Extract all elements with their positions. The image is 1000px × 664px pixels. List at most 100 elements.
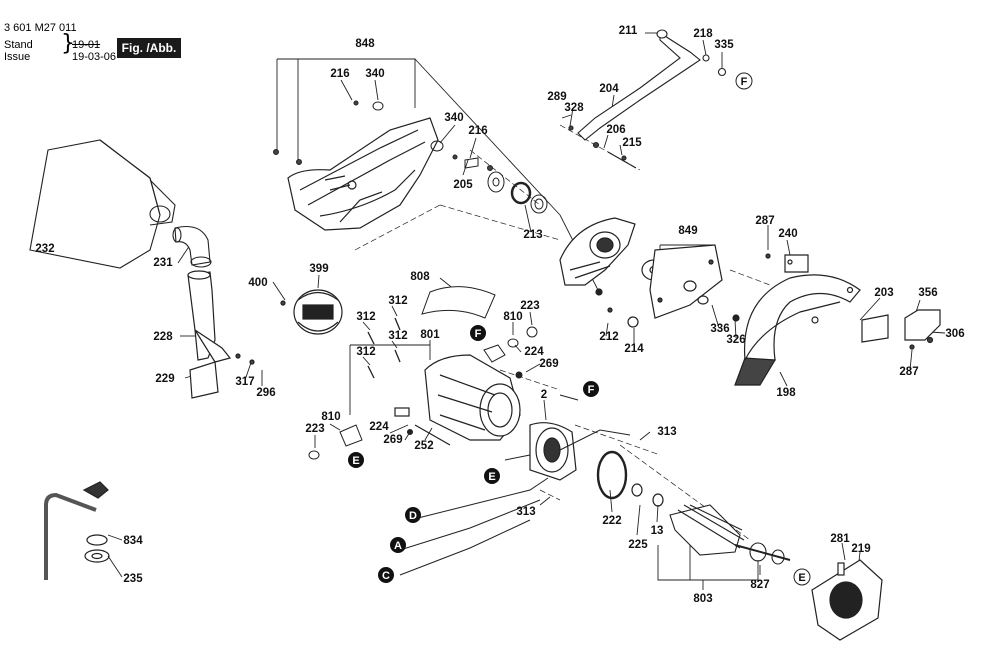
part-label: 213 <box>523 229 542 241</box>
part-label: 849 <box>678 225 697 237</box>
marker-f-lower: F <box>583 381 599 397</box>
marker-c: C <box>378 567 394 583</box>
svg-text:E: E <box>798 572 805 584</box>
guard-screws <box>273 100 493 171</box>
lower-blade-guard-part <box>734 253 941 386</box>
depth-stop-rod-part <box>44 481 110 580</box>
part-label: 231 <box>153 257 173 269</box>
stator-field-part <box>529 422 664 507</box>
part-label: 214 <box>624 343 644 355</box>
part-label: 287 <box>755 215 774 227</box>
marker-e-mid: E <box>484 468 500 484</box>
part-label: 203 <box>874 287 893 299</box>
part-label: 216 <box>468 125 487 137</box>
brush-cover-part <box>280 289 343 335</box>
part-label: 216 <box>330 68 349 80</box>
marker-e-right: E <box>793 568 811 586</box>
part-label: 269 <box>539 358 558 370</box>
part-label: 810 <box>321 411 340 423</box>
part-label: 212 <box>599 331 618 343</box>
part-label: 848 <box>355 38 375 50</box>
callout-markers: F F F E E E D A C <box>348 72 811 586</box>
part-label: 335 <box>714 39 734 51</box>
part-label: 808 <box>410 271 430 283</box>
part-label: 801 <box>420 329 440 341</box>
part-label: 287 <box>899 366 918 378</box>
dust-tube-mount-part <box>187 270 255 399</box>
part-label: 281 <box>830 533 850 545</box>
flange-bearing-part <box>487 171 548 214</box>
figure-label: Fig. /Abb. 5 <box>117 38 181 75</box>
motor-housing-part <box>394 354 521 446</box>
svg-text:E: E <box>352 455 359 467</box>
stand-label: Stand <box>4 39 33 51</box>
part-label: 219 <box>851 543 870 555</box>
part-label: 222 <box>602 515 621 527</box>
part-label: 296 <box>256 387 275 399</box>
motor-plate-part <box>421 286 496 319</box>
part-label: 289 <box>547 91 566 103</box>
svg-text:A: A <box>394 540 402 552</box>
leader-lines <box>54 32 946 590</box>
armature-part <box>669 504 791 565</box>
upper-blade-guard-part <box>287 117 439 231</box>
part-label: 206 <box>606 124 625 136</box>
part-label: 269 <box>383 434 402 446</box>
part-label: 834 <box>123 535 143 547</box>
svg-text:E: E <box>488 471 495 483</box>
part-label: 252 <box>414 440 433 452</box>
part-label: 204 <box>599 83 619 95</box>
part-label: 399 <box>309 263 328 275</box>
brace-icon: } <box>61 31 75 56</box>
svg-text:F: F <box>588 384 595 396</box>
part-label: 306 <box>945 328 964 340</box>
part-label: 312 <box>388 330 407 342</box>
part-label: 225 <box>628 539 648 551</box>
dust-bag-part <box>29 139 176 269</box>
part-label: 328 <box>564 102 584 114</box>
part-label: 215 <box>622 137 642 149</box>
motor-screws <box>367 317 401 379</box>
svg-text:F: F <box>741 76 748 88</box>
part-label: 235 <box>123 573 143 585</box>
part-label: 340 <box>365 68 384 80</box>
part-label: 356 <box>918 287 937 299</box>
part-label: 312 <box>356 346 375 358</box>
part-label: 340 <box>444 112 463 124</box>
stand-value: 19-01 <box>72 39 101 51</box>
part-label: 224 <box>369 421 389 433</box>
marker-a: A <box>390 537 406 553</box>
part-number-labels: 848 216 340 340 216 205 213 211 218 335 … <box>35 25 964 605</box>
part-label: 2 <box>541 389 547 401</box>
part-label: 13 <box>651 525 664 537</box>
svg-text:F: F <box>475 328 482 340</box>
lever-arm-part <box>568 29 727 169</box>
part-label: 313 <box>657 426 676 438</box>
marker-e-left: E <box>348 452 364 468</box>
marker-f-top: F <box>735 72 753 90</box>
issue-label: Issue <box>4 51 31 63</box>
part-label: 229 <box>155 373 174 385</box>
part-label: 313 <box>516 506 535 518</box>
part-label: 336 <box>710 323 729 335</box>
dust-elbow-part <box>172 225 212 268</box>
lower-guard-hub-part <box>559 217 740 328</box>
brush-holder-upper <box>483 326 538 379</box>
part-label: 317 <box>235 376 254 388</box>
brush-holder-lower <box>308 424 413 460</box>
part-label: 198 <box>776 387 796 399</box>
part-label: 224 <box>524 346 544 358</box>
part-label: 326 <box>726 334 745 346</box>
part-label: 312 <box>388 295 407 307</box>
part-label: 240 <box>778 228 797 240</box>
svg-text:D: D <box>409 510 417 522</box>
part-label: 232 <box>35 243 54 255</box>
part-label: 827 <box>750 579 769 591</box>
part-label: 218 <box>693 28 713 40</box>
part-label: 223 <box>305 423 324 435</box>
part-label: 228 <box>153 331 173 343</box>
marker-f-upper: F <box>470 325 486 341</box>
part-label: 211 <box>619 25 638 37</box>
part-label: 810 <box>503 311 522 323</box>
